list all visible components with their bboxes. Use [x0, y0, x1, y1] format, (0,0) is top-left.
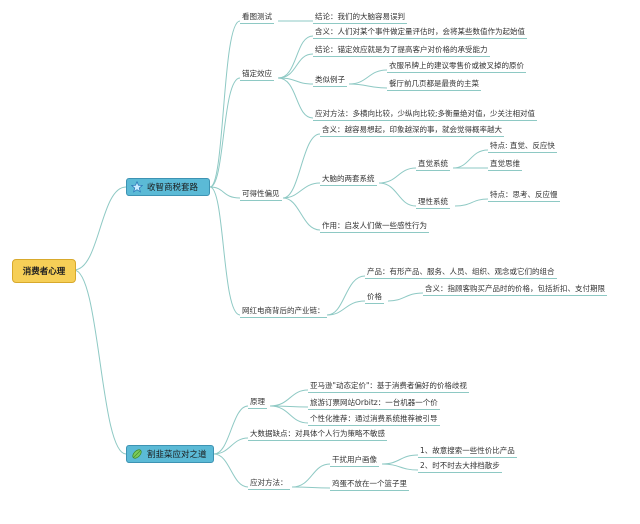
node-kede-rational[interactable]: 理性系统 — [416, 197, 450, 209]
node-maodian-conclusion[interactable]: 结论：锚定效应就是为了提高客户对价格的承受能力 — [313, 45, 490, 57]
node-kede-intuitive-thinking[interactable]: 直觉思维 — [488, 159, 522, 171]
node-response-methods[interactable]: 应对方法： — [248, 478, 290, 490]
node-kede-intuitive-trait[interactable]: 特点: 直觉、反应快 — [488, 141, 557, 153]
node-kantu-conclusion[interactable]: 结论：我们的大脑容易误判 — [313, 12, 407, 24]
node-kede-effect[interactable]: 作用：启发人们做一些感性行为 — [320, 221, 429, 233]
branch-label: 收智商税套路 — [147, 183, 199, 193]
node-yuanli-amazon[interactable]: 亚马逊"动态定价"：基于消费者偏好的价格歧视 — [308, 381, 469, 393]
node-yuanli-orbitz[interactable]: 旅游订票网站Orbitz：一台机器一个价 — [308, 398, 440, 410]
node-maodian[interactable]: 锚定效应 — [240, 69, 274, 81]
node-wanghong-product[interactable]: 产品：有形产品、服务、人员、组织、观念或它们的组合 — [365, 267, 557, 279]
node-yuanli-recommend[interactable]: 个性化推荐：通过消费系统推荐被引导 — [308, 414, 440, 426]
node-kantu[interactable]: 看图测试 — [240, 12, 274, 24]
branch-label: 割韭菜应对之道 — [147, 450, 207, 460]
node-eggs-basket[interactable]: 鸡蛋不放在一个篮子里 — [330, 479, 409, 491]
node-maodian-response[interactable]: 应对方法：多横向比较，少纵向比较;多衡量绝对值，少关注相对值 — [313, 109, 538, 121]
node-wanghong[interactable]: 网红电商背后的产业链： — [240, 306, 327, 318]
node-maodian-example-2[interactable]: 餐厅前几页都是最贵的主菜 — [387, 79, 481, 91]
node-yuanli[interactable]: 原理 — [248, 397, 267, 409]
node-kede[interactable]: 可得性偏见 — [240, 189, 282, 201]
node-kede-intuitive[interactable]: 直觉系统 — [416, 159, 450, 171]
branch-node-shouzhishang[interactable]: 收智商税套路 — [126, 178, 210, 196]
root-label: 消费者心理 — [22, 267, 66, 277]
branch-node-gejiucai[interactable]: 割韭菜应对之道 — [126, 445, 214, 463]
node-interfere-1[interactable]: 1、故意搜索一些性价比产品 — [418, 446, 517, 458]
node-wanghong-price[interactable]: 价格 — [365, 292, 384, 304]
node-interfere-profile[interactable]: 干扰用户画像 — [330, 455, 379, 467]
root-node[interactable]: 消费者心理 — [12, 259, 76, 283]
node-kede-two-systems[interactable]: 大脑的两套系统 — [320, 174, 377, 186]
node-kede-meaning[interactable]: 含义：越容易想起，印象越深的事，就会觉得概率越大 — [320, 125, 504, 137]
star-icon — [131, 181, 143, 193]
leaf-icon — [132, 449, 142, 459]
node-wanghong-price-meaning[interactable]: 含义：指顾客购买产品时的价格，包括折扣、支付期限 — [423, 284, 607, 296]
node-interfere-2[interactable]: 2、时不时去大排档散步 — [418, 461, 502, 473]
node-maodian-meaning[interactable]: 含义：人们对某个事件做定量评估时，会将某些数值作为起始值 — [313, 27, 527, 39]
node-maodian-examples[interactable]: 类似例子 — [313, 75, 347, 87]
node-maodian-example-1[interactable]: 衣服吊牌上的建议零售价或被叉掉的原价 — [387, 61, 526, 73]
node-kede-rational-trait[interactable]: 特点：思考、反应慢 — [488, 190, 560, 202]
node-bigdata-weakness[interactable]: 大数据缺点：对具体个人行为策略不敏感 — [248, 429, 387, 441]
